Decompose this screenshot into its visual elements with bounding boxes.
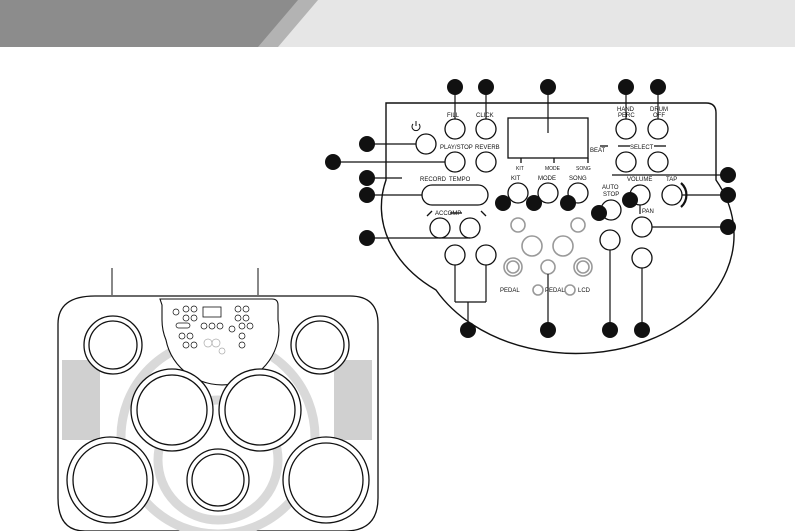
select-label: SELECT xyxy=(630,145,654,151)
callout-marker xyxy=(540,79,556,95)
pad-bottom-right xyxy=(282,436,370,524)
callout-marker xyxy=(720,187,736,203)
pedal-label-1: PEDAL xyxy=(500,288,520,294)
callout-marker xyxy=(359,170,375,186)
reverb-label: REVERB xyxy=(475,145,500,151)
pedal-label-2: PEDAL xyxy=(545,288,565,294)
callout-marker xyxy=(591,205,607,221)
callout-marker xyxy=(359,230,375,246)
tap-label: TAP xyxy=(666,177,677,183)
accomp-down-button xyxy=(429,217,451,239)
callout-marker xyxy=(602,322,618,338)
drum-label: DRUM xyxy=(650,107,668,113)
kit-label: KIT xyxy=(511,176,521,182)
callout-marker xyxy=(447,79,463,95)
lower-left-button-1 xyxy=(444,244,466,266)
pan-button xyxy=(631,216,653,238)
pan-label: PAN xyxy=(642,209,654,215)
pad-mid-right xyxy=(218,368,302,452)
device-body-outline xyxy=(57,295,379,531)
play-stop-button xyxy=(444,151,466,173)
pad-bottom-center xyxy=(186,448,250,512)
pad-top-left xyxy=(83,315,143,375)
select-up-button xyxy=(647,151,669,173)
fill-label: FILL xyxy=(447,113,460,119)
callout-marker xyxy=(634,322,650,338)
lower-right-button xyxy=(631,247,653,269)
song-button xyxy=(567,182,589,204)
tempo-label: TEMPO xyxy=(449,177,471,183)
page-header-banner xyxy=(0,0,795,47)
reverb-button xyxy=(475,151,497,173)
callout-marker xyxy=(720,167,736,183)
tap-button xyxy=(661,184,683,206)
mode-under-label: MODE xyxy=(545,166,561,172)
callout-marker xyxy=(540,322,556,338)
record-label: RECORD xyxy=(420,177,447,183)
beat-label: BEAT xyxy=(590,148,606,154)
kit-under-label: KIT xyxy=(516,166,524,172)
mode-button xyxy=(537,182,559,204)
click-button xyxy=(475,118,497,140)
record-tempo-slider xyxy=(421,184,489,206)
callout-marker xyxy=(478,79,494,95)
callout-marker xyxy=(526,195,542,211)
lower-left-button-2 xyxy=(475,244,497,266)
off-label: OFF xyxy=(653,113,665,119)
callout-marker xyxy=(622,192,638,208)
song-label: SONG xyxy=(569,176,587,182)
select-down-button xyxy=(615,151,637,173)
auto-label: AUTO xyxy=(602,185,619,191)
accomp-label: ACCOMP xyxy=(435,211,461,217)
callout-marker xyxy=(720,219,736,235)
callout-marker xyxy=(359,136,375,152)
hand-label: HAND xyxy=(617,107,635,113)
callout-marker xyxy=(460,322,476,338)
callout-marker xyxy=(560,195,576,211)
play-stop-label: PLAY/STOP xyxy=(440,145,473,151)
drum-off-button xyxy=(647,118,669,140)
stop-label: STOP xyxy=(603,192,619,198)
mode-label: MODE xyxy=(538,176,556,182)
click-label: CLICK xyxy=(476,113,494,119)
control-panel-outline xyxy=(380,102,735,355)
song-under-label: SONG xyxy=(576,166,591,172)
power-button xyxy=(415,133,437,155)
perc-label: PERC xyxy=(618,113,635,119)
callout-marker xyxy=(650,79,666,95)
volume-label: VOLUME xyxy=(627,177,652,183)
hand-perc-button xyxy=(615,118,637,140)
callout-marker xyxy=(325,154,341,170)
pad-bottom-left xyxy=(66,436,154,524)
accomp-up-button xyxy=(459,217,481,239)
kit-button xyxy=(507,182,529,204)
fill-button xyxy=(444,118,466,140)
pad-top-right xyxy=(290,315,350,375)
pad-mid-left xyxy=(130,368,214,452)
callout-marker xyxy=(495,195,511,211)
callout-marker xyxy=(618,79,634,95)
lower-mid-button xyxy=(599,229,621,251)
callout-marker xyxy=(359,187,375,203)
lcd-label: LCD xyxy=(578,288,591,294)
